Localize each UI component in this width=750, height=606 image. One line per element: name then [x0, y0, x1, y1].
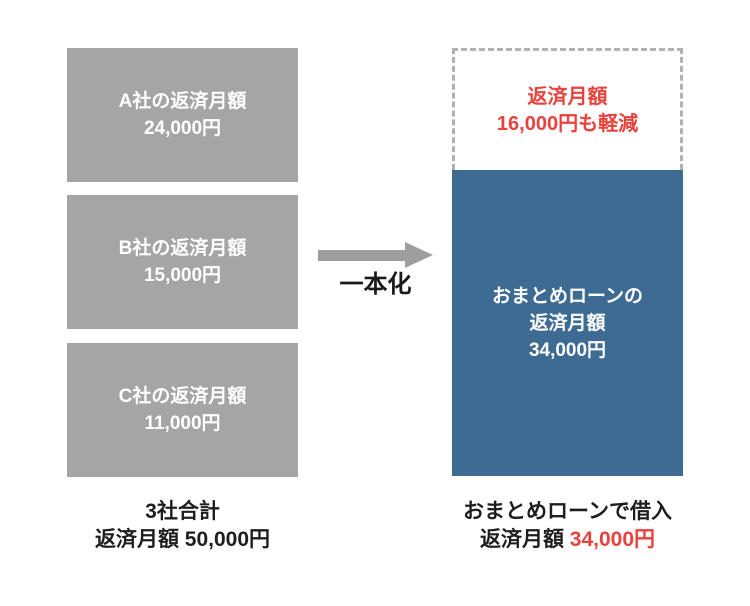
consolidated-loan-summary: おまとめローンで借入 返済月額 34,000円: [452, 498, 683, 554]
three-company-total-summary: 3社合計 返済月額 50,000円: [67, 498, 298, 554]
company-a-amount: 24,000円: [143, 118, 222, 139]
company-c-repayment-box: C社の返済月額 11,000円: [67, 343, 298, 477]
company-b-label: B社の返済月額: [118, 238, 247, 259]
savings-label: 返済月額: [527, 85, 608, 108]
three-company-total-label: 3社合計: [145, 500, 220, 523]
company-a-repayment-box: A社の返済月額 24,000円: [67, 48, 298, 182]
company-b-repayment-box: B社の返済月額 15,000円: [67, 195, 298, 329]
consolidated-loan-summary-amount: 34,000円: [569, 528, 656, 551]
consolidation-arrow-shaft: [318, 250, 407, 261]
company-a-label: A社の返済月額: [118, 91, 247, 112]
company-c-amount: 11,000円: [144, 413, 221, 434]
savings-dashed-box: 返済月額 16,000円も軽減: [452, 48, 683, 170]
three-company-total-amount: 返済月額 50,000円: [94, 528, 271, 551]
consolidated-loan-box: おまとめローンの 返済月額 34,000円: [452, 170, 683, 476]
consolidated-loan-summary-title: おまとめローンで借入: [463, 500, 672, 523]
consolidation-arrow-label: 一本化: [339, 271, 412, 298]
consolidated-loan-label: 返済月額: [529, 312, 606, 334]
consolidation-arrow-head: [405, 242, 433, 268]
savings-amount: 16,000円も軽減: [496, 112, 639, 135]
consolidated-loan-summary-prefix: 返済月額: [479, 528, 570, 551]
consolidated-loan-summary-line2: 返済月額 34,000円: [452, 526, 683, 554]
company-b-amount: 15,000円: [143, 265, 222, 286]
company-c-label: C社の返済月額: [118, 386, 247, 407]
consolidated-loan-title: おまとめローンの: [491, 285, 644, 307]
consolidated-loan-amount: 34,000円: [528, 339, 607, 361]
